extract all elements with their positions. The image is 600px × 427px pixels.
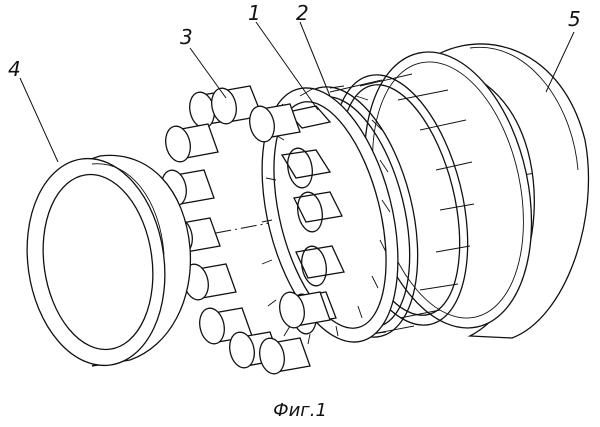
- label-2: 2: [296, 1, 309, 25]
- leader-lines: [19, 21, 575, 163]
- label-4: 4: [8, 57, 21, 81]
- outer-ring: [363, 43, 590, 339]
- label-3: 3: [180, 25, 193, 49]
- inner-ring: [26, 154, 192, 367]
- label-1: 1: [248, 1, 261, 25]
- figure-caption: Фиг.1: [273, 400, 327, 421]
- loose-rollers: [161, 85, 331, 375]
- label-5: 5: [568, 7, 581, 31]
